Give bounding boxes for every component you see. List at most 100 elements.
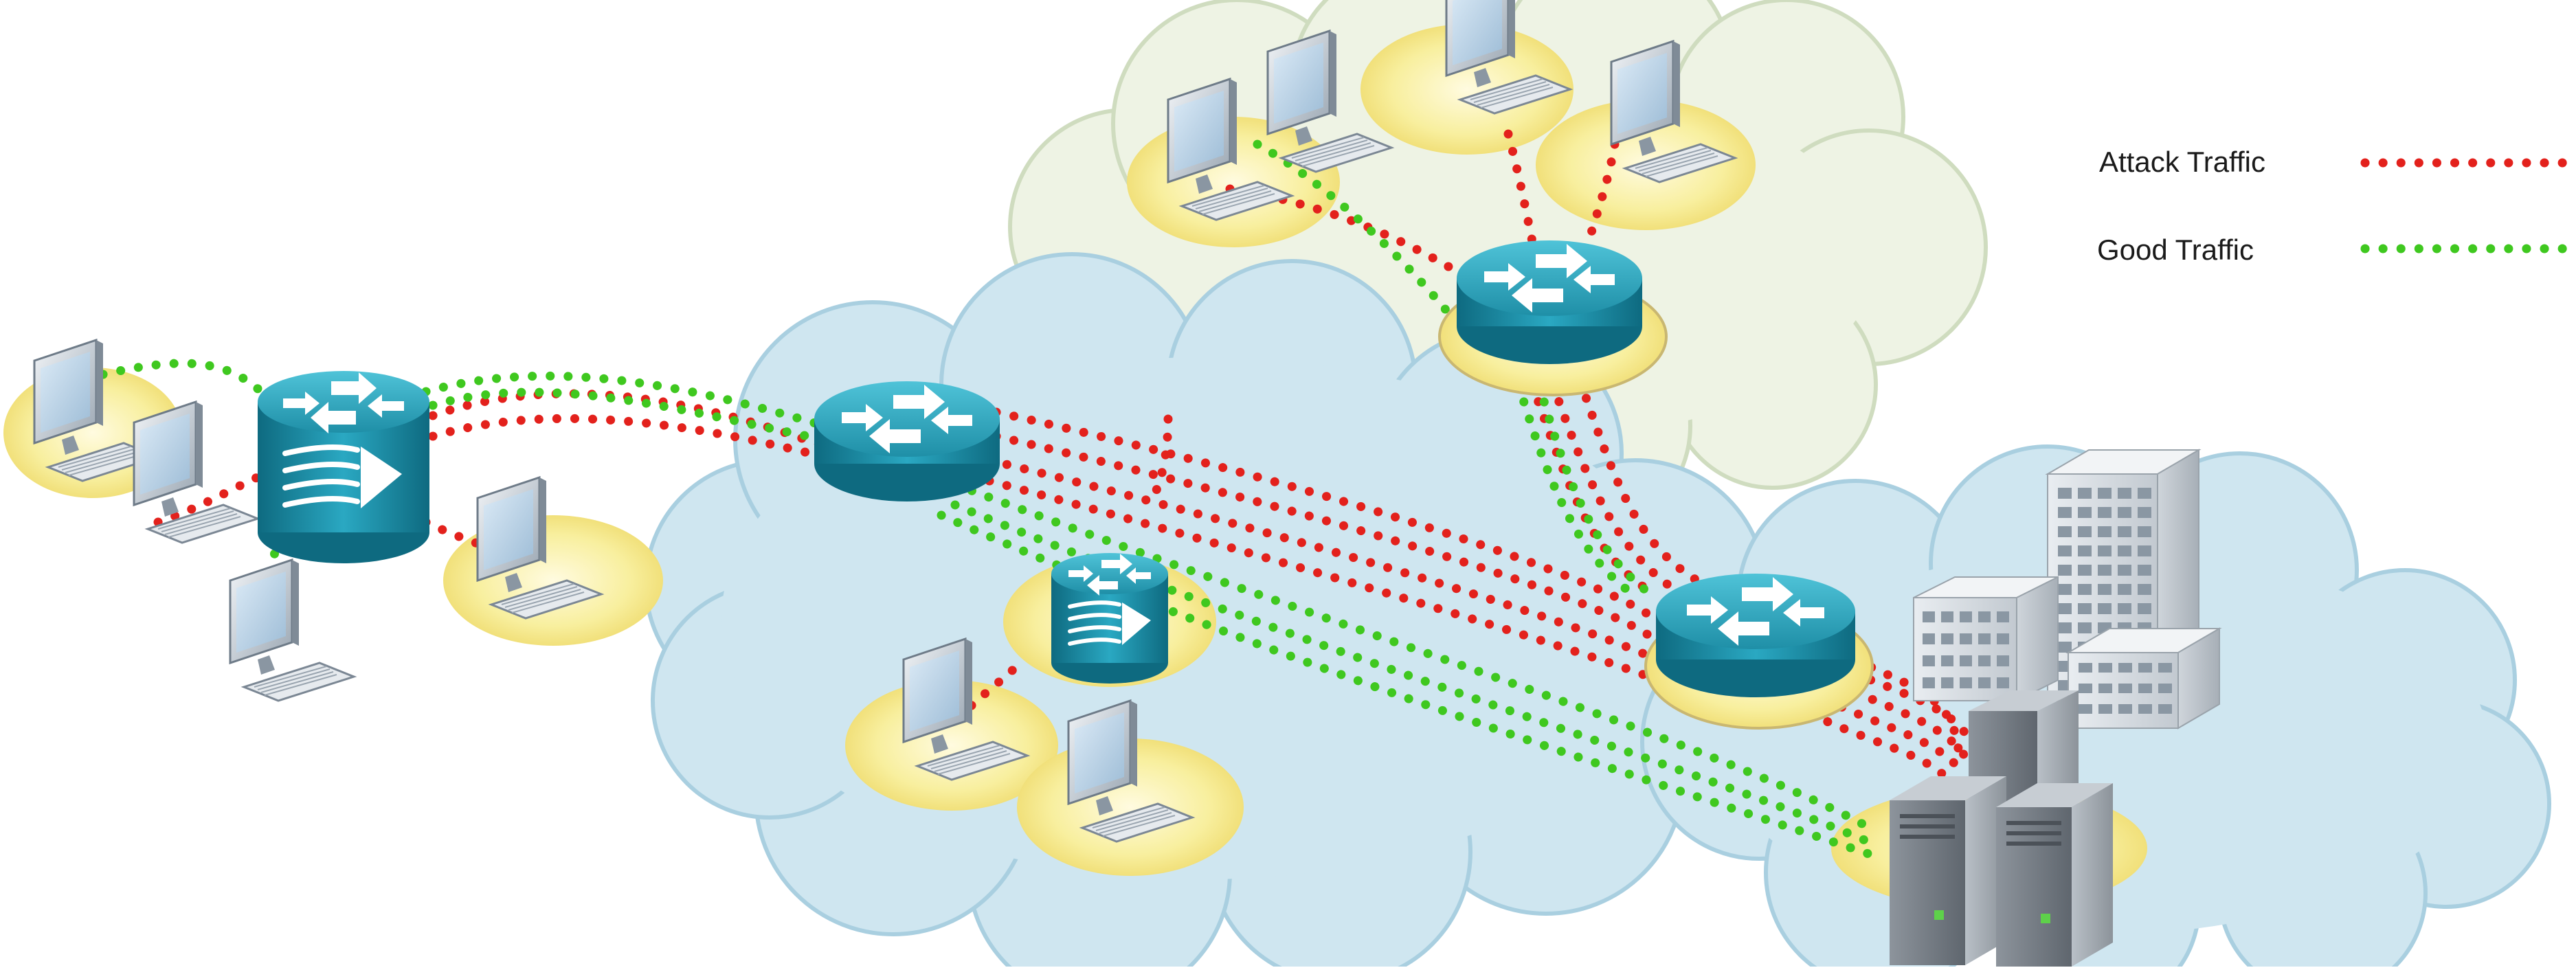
building-window xyxy=(2078,526,2092,537)
building-window xyxy=(2138,488,2151,499)
good-path xyxy=(1534,380,1661,602)
computer-icon xyxy=(1445,0,1573,115)
building-window xyxy=(2158,684,2172,693)
good-traffic-paths xyxy=(98,139,1888,864)
building-window xyxy=(1997,677,2009,688)
computer-icon xyxy=(1067,699,1196,843)
building-window xyxy=(2078,603,2092,614)
building-window xyxy=(2058,642,2072,653)
building-window xyxy=(1923,611,1935,622)
attack-path xyxy=(1582,139,1620,252)
building-window xyxy=(2158,704,2172,714)
building-window xyxy=(2138,565,2151,576)
computer-icon xyxy=(229,558,357,702)
attack-path xyxy=(985,476,1654,681)
router-center-left xyxy=(814,381,1000,501)
building-window xyxy=(2118,526,2131,537)
building-window xyxy=(2098,704,2112,714)
computer-icon xyxy=(33,338,161,482)
building-window xyxy=(1978,633,1991,644)
building-window xyxy=(2118,545,2131,556)
building-window xyxy=(2138,545,2151,556)
office-building-icon xyxy=(2065,627,2222,730)
computer-icon xyxy=(476,475,605,620)
building-window xyxy=(2078,507,2092,518)
building-window xyxy=(1978,677,1991,688)
building-window xyxy=(2058,545,2072,556)
server-icon xyxy=(1890,776,2006,965)
good-path xyxy=(937,510,1888,864)
legend-attack-label: Attack Traffic xyxy=(2099,146,2265,178)
computer-icon xyxy=(133,400,261,544)
building-window xyxy=(1997,611,2009,622)
building-window xyxy=(2078,565,2092,576)
attack-path xyxy=(1527,380,1654,596)
building-window xyxy=(1997,633,2009,644)
attack-path xyxy=(153,469,269,527)
servers xyxy=(1890,690,2113,967)
building-window xyxy=(1941,633,1953,644)
computer-icon xyxy=(1610,39,1738,183)
building-window xyxy=(2078,488,2092,499)
building-window xyxy=(2098,663,2112,673)
building-window xyxy=(2079,704,2092,714)
building-window xyxy=(2138,584,2151,595)
building-window xyxy=(2138,507,2151,518)
attack-path xyxy=(1850,655,1963,754)
attack-path xyxy=(428,414,829,462)
building-window xyxy=(2118,488,2131,499)
building-window xyxy=(2098,507,2112,518)
building-window xyxy=(2058,584,2072,595)
building-window xyxy=(2118,565,2131,576)
building-window xyxy=(2098,603,2112,614)
attack-path xyxy=(992,431,1654,640)
building-window xyxy=(2138,663,2152,673)
good-path xyxy=(428,387,829,444)
computer-icon xyxy=(1167,77,1295,221)
building-window xyxy=(2058,622,2072,633)
building-window xyxy=(2058,565,2072,576)
firewall-router-left xyxy=(258,371,429,563)
good-path xyxy=(1253,139,1461,328)
router-top xyxy=(1438,240,1668,396)
building-window xyxy=(2138,603,2151,614)
building-window xyxy=(2058,603,2072,614)
building-window xyxy=(1978,611,1991,622)
building-window xyxy=(1960,633,1972,644)
attack-path xyxy=(1548,380,1681,596)
attack-path xyxy=(992,407,1654,620)
building-window xyxy=(1960,655,1972,666)
building-window xyxy=(2138,704,2152,714)
good-path xyxy=(950,500,1881,850)
building-window xyxy=(1941,677,1953,688)
office-buildings xyxy=(1913,449,2222,730)
building-window xyxy=(2098,684,2112,693)
building-window xyxy=(2118,584,2131,595)
firewall-router-center xyxy=(1051,553,1168,684)
building-window xyxy=(2078,545,2092,556)
building-window xyxy=(1997,655,2009,666)
building-window xyxy=(2098,584,2112,595)
attack-path xyxy=(1150,414,1173,499)
computer-icon xyxy=(1266,29,1395,173)
building-window xyxy=(2138,526,2151,537)
building-window xyxy=(2118,684,2132,693)
office-building-icon xyxy=(1913,576,2059,702)
building-window xyxy=(1923,633,1935,644)
building-window xyxy=(2138,684,2152,693)
building-window xyxy=(2079,663,2092,673)
router-bottom-right xyxy=(1644,574,1874,730)
building-window xyxy=(1923,677,1935,688)
building-window xyxy=(2058,488,2072,499)
building-window xyxy=(2098,565,2112,576)
building-window xyxy=(1923,655,1935,666)
building-window xyxy=(2118,663,2132,673)
computer-icon xyxy=(902,637,1031,781)
building-window xyxy=(2078,622,2092,633)
building-window xyxy=(2058,526,2072,537)
building-window xyxy=(2058,507,2072,518)
attack-path xyxy=(985,455,1654,661)
building-window xyxy=(2098,526,2112,537)
